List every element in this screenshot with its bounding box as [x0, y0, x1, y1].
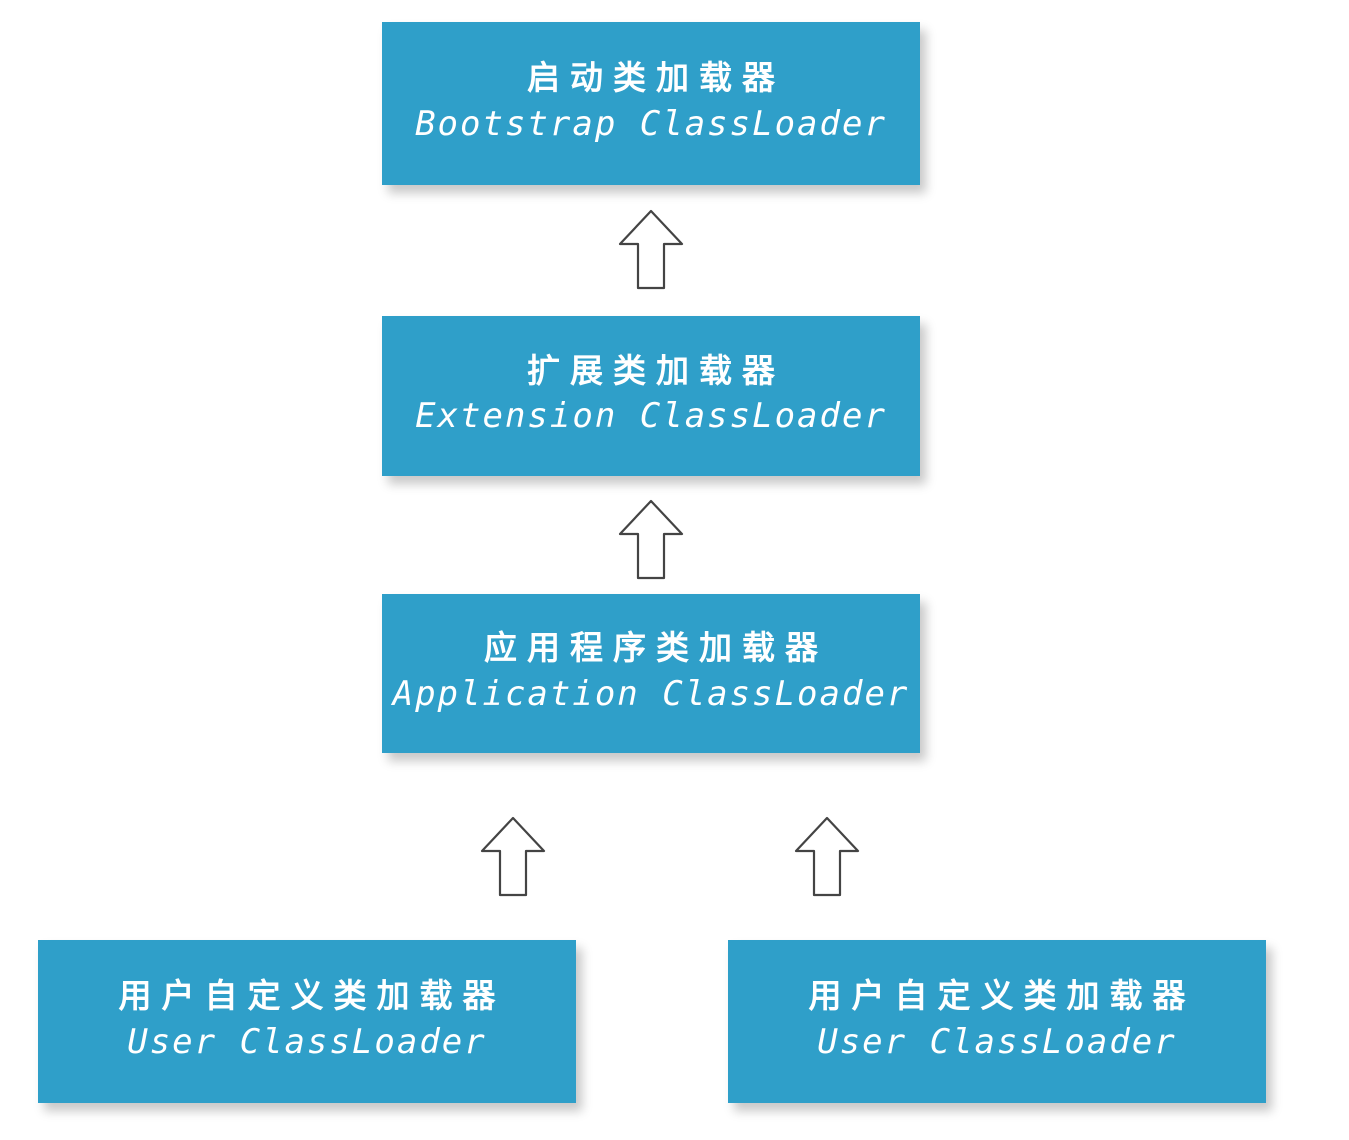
up-arrow-icon — [618, 499, 684, 580]
application-classloader-zh-label: 应用程序类加载器 — [484, 628, 828, 668]
extension-classloader-en-label: Extension ClassLoader — [415, 396, 887, 437]
user-classloader-en-label: User ClassLoader — [127, 1021, 487, 1062]
bootstrap-classloader-box: 启动类加载器 Bootstrap ClassLoader — [382, 22, 920, 185]
user-classloader-zh-label: 用户自定义类加载器 — [118, 976, 506, 1016]
bootstrap-classloader-en-label: Bootstrap ClassLoader — [415, 103, 887, 144]
user-classloader-box-right: 用户自定义类加载器 User ClassLoader — [728, 940, 1266, 1103]
up-arrow-icon — [618, 209, 684, 290]
application-classloader-box: 应用程序类加载器 Application ClassLoader — [382, 594, 920, 753]
user-classloader-box-left: 用户自定义类加载器 User ClassLoader — [38, 940, 576, 1103]
up-arrow-icon — [794, 816, 860, 897]
application-classloader-en-label: Application ClassLoader — [392, 673, 910, 714]
bootstrap-classloader-zh-label: 启动类加载器 — [527, 58, 785, 98]
up-arrow-icon — [480, 816, 546, 897]
extension-classloader-zh-label: 扩展类加载器 — [527, 350, 785, 390]
user-classloader-zh-label: 用户自定义类加载器 — [808, 976, 1196, 1016]
extension-classloader-box: 扩展类加载器 Extension ClassLoader — [382, 316, 920, 476]
user-classloader-en-label: User ClassLoader — [817, 1021, 1177, 1062]
